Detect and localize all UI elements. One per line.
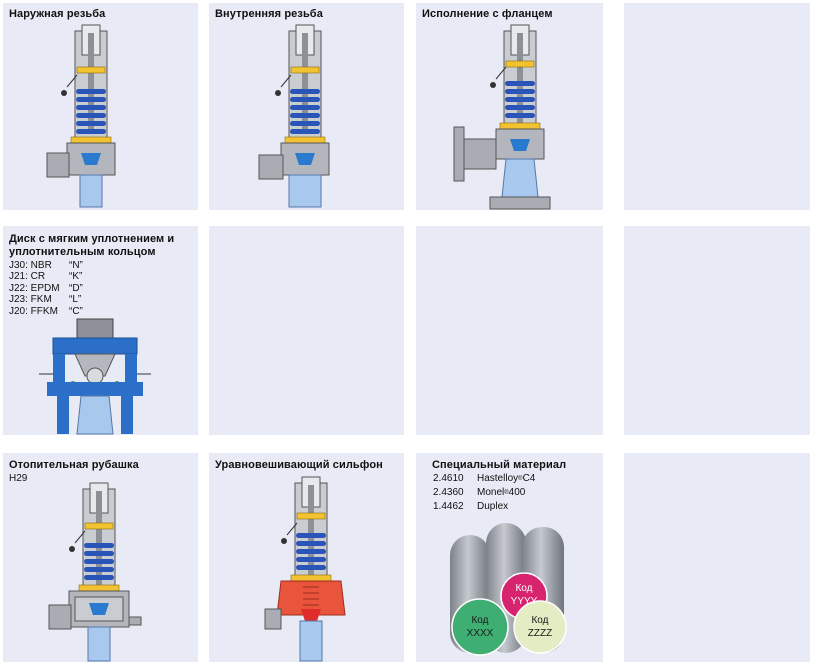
circle-right-label: Код [531,615,548,626]
list-item: J20: FFKM“C” [9,305,83,317]
circle-top-code: YYYY [511,596,538,607]
cell-empty-r3c4 [624,453,810,662]
cell-bellows: Уравновешивающий сильфон [209,453,404,662]
cell-external-thread: Наружная резьба [3,3,198,210]
circle-left-label: Код [471,615,488,626]
valve-heating-jacket-illustration [48,482,142,662]
list-item: J22: EPDM“D” [9,282,83,294]
list-item: J21: CR“K” [9,271,83,283]
cell-empty-r2c2 [209,226,404,435]
circle-left-code: XXXX [467,628,494,639]
valve-external-thread-illustration [46,24,116,208]
title-line-2: уплотнительным кольцом [9,246,156,258]
circle-top-label: Код [515,583,532,594]
material-circle-right [513,600,567,654]
cell-heating-jacket: Отопительная рубашка H29 [3,453,198,662]
cell-empty-r2c4 [624,226,810,435]
cell-title: Внутренняя резьба [215,8,323,20]
cell-title: Диск с мягким уплотнением и уплотнительн… [9,233,174,259]
cell-flanged: Исполнение с фланцем [416,3,603,210]
cell-internal-thread: Внутренняя резьба [209,3,404,210]
cell-title: Наружная резьба [9,8,106,20]
soft-seal-disc-illustration [39,318,151,435]
cell-title: Специальный материал [432,459,567,471]
list-item: J30: NBR“N” [9,260,83,271]
seal-code-list: J30: NBR“N” J21: CR“K” J22: EPDM“D” J23:… [9,260,83,317]
valve-internal-thread-illustration [258,24,330,208]
cell-title: Отопительная рубашка [9,459,139,471]
list-item: J23: FKM“L” [9,294,82,306]
valve-bellows-illustration [264,476,346,662]
cell-title: Исполнение с фланцем [422,8,553,20]
cell-title: Уравновешивающий сильфон [215,459,383,471]
material-bars-illustration: Код YYYY Код XXXX Код ZZZZ [450,523,567,656]
jacket-code: H29 [9,473,28,484]
circle-right-code: ZZZZ [528,628,552,639]
cell-empty-r1c4 [624,3,810,210]
cell-empty-r2c3 [416,226,603,435]
title-line-1: Диск с мягким уплотнением и [9,233,175,245]
valve-flanged-illustration [453,24,551,210]
cell-soft-seal: Диск с мягким уплотнением и уплотнительн… [3,226,198,435]
material-circle-left [451,598,509,656]
